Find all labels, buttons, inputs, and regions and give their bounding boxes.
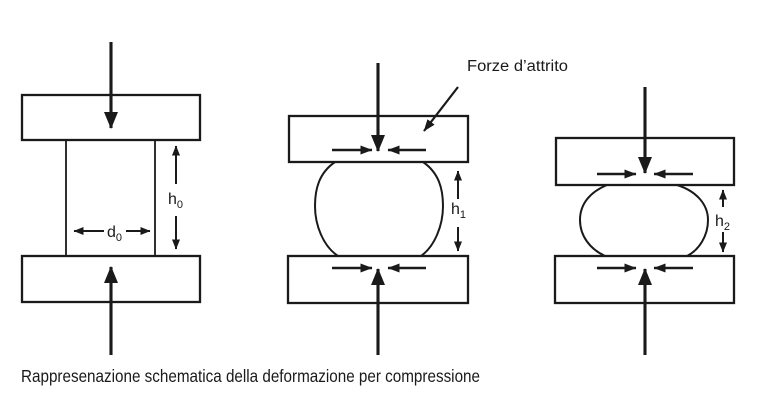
- specimen-left-bulge: [578, 184, 608, 257]
- height-dimension: h0: [168, 145, 183, 250]
- stage-final: h2: [553, 87, 736, 355]
- height-dimension: h2: [715, 189, 730, 253]
- stage-intermediate: h1: [286, 63, 470, 355]
- specimen-right-bulge: [420, 161, 445, 257]
- friction-annotation: Forze d’attrito: [423, 58, 568, 132]
- height-dimension: h1: [451, 170, 466, 252]
- specimen-left-bulge: [313, 161, 339, 257]
- height-label: h1: [451, 201, 466, 221]
- friction-annotation-arrow: [423, 86, 459, 132]
- diameter-dimension: d0: [73, 224, 151, 244]
- stage-initial: d0 h0: [20, 42, 202, 355]
- height-label: h0: [168, 191, 183, 211]
- figure-caption: Rappresenazione schematica della deforma…: [21, 366, 480, 386]
- diameter-label: d0: [107, 224, 122, 244]
- height-label: h2: [715, 213, 730, 233]
- specimen-right-bulge: [676, 184, 710, 257]
- friction-label: Forze d’attrito: [467, 58, 568, 75]
